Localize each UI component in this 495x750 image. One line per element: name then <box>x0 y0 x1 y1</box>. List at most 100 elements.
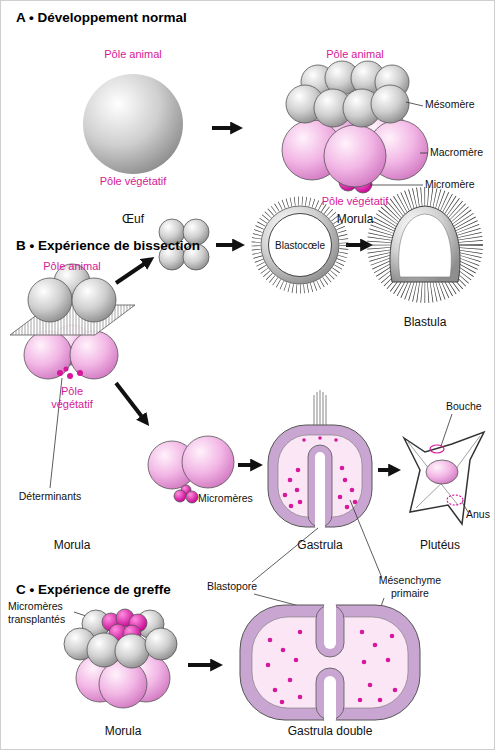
pluteus <box>447 495 463 505</box>
vegetal-half <box>174 490 186 502</box>
gastrula <box>283 493 288 498</box>
gastrula <box>340 466 345 471</box>
part-label: Anus <box>466 508 495 521</box>
double-gastrula <box>358 698 363 703</box>
gastrula <box>298 500 303 505</box>
gastrula <box>345 505 350 510</box>
arrow <box>378 468 396 472</box>
leader-line <box>370 185 423 186</box>
arrow <box>116 260 150 283</box>
arrow <box>212 126 238 130</box>
pole-label: Pôle végétatif <box>73 175 193 188</box>
double-gastrula <box>386 658 391 663</box>
double-gastrula <box>373 643 378 648</box>
double-gastrula <box>393 688 398 693</box>
double-gastrula <box>280 700 285 705</box>
gastrula <box>315 452 325 532</box>
gastrula <box>314 390 326 425</box>
pole-label: Pôle végétatif <box>42 385 102 411</box>
stage-name: Blastula <box>380 315 470 329</box>
gastrula <box>350 488 355 493</box>
ciliated-larva <box>390 206 460 282</box>
leader-line <box>50 378 62 488</box>
arrow <box>212 126 238 130</box>
morula <box>10 305 135 335</box>
double-gastrula <box>266 630 398 705</box>
gastrula <box>283 436 358 509</box>
morula <box>145 628 177 660</box>
gastrula <box>268 390 372 532</box>
arrow <box>116 245 396 665</box>
leader-line <box>406 102 423 106</box>
part-label: Micromères <box>198 492 263 505</box>
pole-label: Pôle végétatif <box>295 195 415 208</box>
morula <box>57 370 63 376</box>
double-gastrula <box>298 695 303 700</box>
gastrula <box>338 495 343 500</box>
stage-name: Œuf <box>93 212 173 226</box>
double-gastrula <box>324 600 336 649</box>
part-label: Déterminants <box>0 490 100 503</box>
ciliated-larva <box>380 200 470 290</box>
double-gastrula <box>390 634 395 639</box>
stage-name: Plutéus <box>400 538 480 552</box>
double-gastrula <box>324 676 336 725</box>
pluteus <box>426 460 458 484</box>
gastrula <box>318 436 322 440</box>
cavity-circle: Blastocœle <box>268 213 332 277</box>
gastrula <box>334 438 338 442</box>
leader-line <box>370 102 428 185</box>
morula <box>282 61 428 193</box>
gastrula <box>289 504 294 509</box>
pluteus <box>430 445 444 453</box>
arrow <box>188 663 218 667</box>
morula <box>115 634 149 668</box>
leader-line <box>441 414 452 446</box>
morula <box>77 370 83 376</box>
morula <box>64 609 177 708</box>
ciliated-larva <box>380 200 470 290</box>
double-gastrula <box>273 688 278 693</box>
cell-label: Mésomère <box>425 98 495 111</box>
pole-label: Pôle animal <box>73 48 193 61</box>
ciliated-larva <box>399 214 452 277</box>
gastrula <box>295 488 300 493</box>
double-gastrula <box>240 600 420 725</box>
gastrula <box>296 468 301 473</box>
egg <box>83 74 183 174</box>
cell-label: Macromère <box>430 146 495 159</box>
morula <box>72 278 116 322</box>
arrow <box>346 243 368 247</box>
morula <box>67 373 73 379</box>
arrow <box>116 383 146 422</box>
part-label: Blastopore <box>192 580 272 593</box>
double-gastrula <box>298 630 303 635</box>
double-gastrula <box>268 638 273 643</box>
section-heading: A • Développement normal <box>16 10 336 26</box>
morula <box>24 331 72 379</box>
blastula <box>256 201 344 289</box>
gastrula <box>343 478 348 483</box>
morula <box>371 85 409 123</box>
stage-name: Morula <box>83 724 163 738</box>
double-gastrula <box>368 683 373 688</box>
egg <box>83 74 183 174</box>
pluteus <box>408 436 480 508</box>
leader-line <box>50 378 62 488</box>
double-gastrula <box>281 648 286 653</box>
stage-name: Morula <box>32 538 112 552</box>
blastula <box>261 206 339 284</box>
morula <box>64 367 69 372</box>
stage-name: Morula <box>315 212 395 226</box>
morula <box>70 331 118 379</box>
double-gastrula <box>378 698 383 703</box>
blastula <box>256 201 344 289</box>
section-heading: C • Expérience de greffe <box>16 582 216 598</box>
pole-label: Pôle animal <box>295 48 415 61</box>
vegetal-half <box>182 436 234 488</box>
morula <box>324 125 386 187</box>
leader-line <box>74 414 468 632</box>
